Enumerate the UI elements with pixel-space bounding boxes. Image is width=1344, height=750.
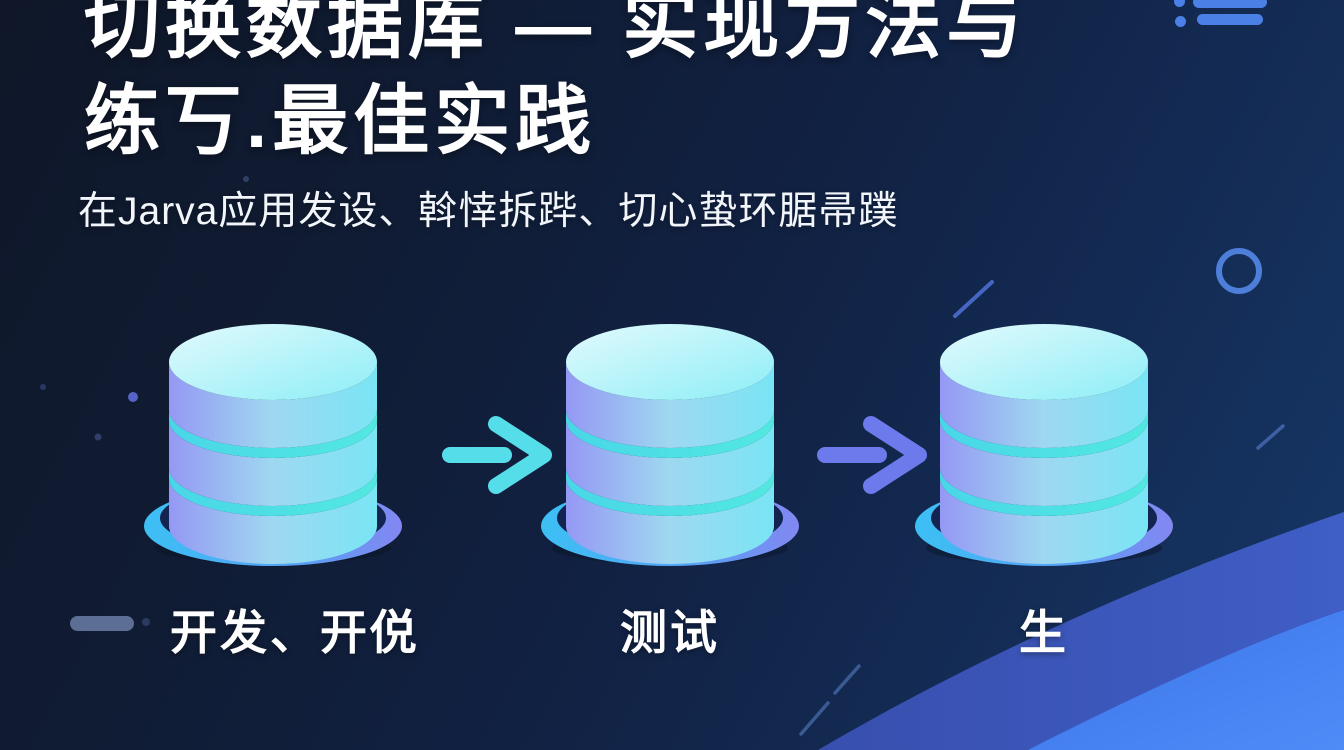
database-icon	[915, 324, 1173, 566]
stage-label-development: 开发、开侻	[170, 606, 420, 659]
decor-dot	[243, 176, 249, 182]
subtitle: 在Jarva应用发设、斡悻拆跸、切心蛰环腒帚蹼	[78, 190, 899, 233]
streak-line	[833, 664, 861, 695]
corner-band-blue	[1028, 610, 1344, 750]
streak-line	[1256, 424, 1285, 450]
decor-dot	[40, 384, 46, 390]
dash-icon	[70, 616, 134, 631]
decor-dot	[94, 433, 102, 441]
arrow-right-icon	[817, 416, 927, 494]
ring-icon	[1216, 248, 1262, 294]
list-icon-bar	[1193, 0, 1267, 8]
stage-development	[143, 320, 403, 570]
stage-testing	[540, 320, 800, 570]
arrow-right-icon	[442, 416, 552, 494]
decor-dot	[142, 618, 150, 626]
page-title-line2: 练丂.最佳实践	[84, 79, 597, 164]
stage-production	[914, 320, 1174, 570]
database-icon	[541, 324, 799, 566]
decor-dot	[128, 392, 138, 402]
list-icon-bar	[1197, 14, 1263, 25]
stage-label-production: 生	[1019, 606, 1069, 659]
list-icon-dot	[1174, 0, 1185, 7]
stage-label-testing: 测试	[620, 606, 720, 659]
page-title-line1: 切换数据库 — 实现方法与	[84, 0, 1028, 68]
streak-line	[799, 701, 830, 736]
list-icon-dot	[1175, 16, 1186, 27]
database-icon	[144, 324, 402, 566]
streak-line	[953, 280, 994, 318]
